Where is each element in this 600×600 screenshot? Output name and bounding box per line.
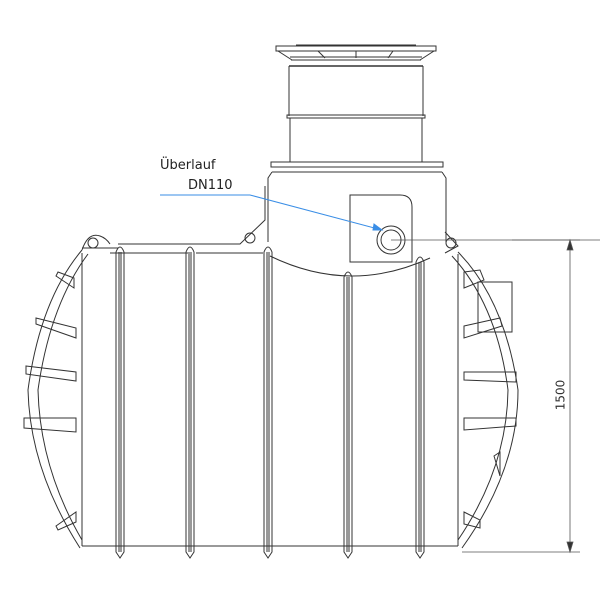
ribs: [115, 246, 425, 559]
left-fins: [23, 271, 77, 531]
right-fins: [463, 269, 517, 529]
height-dimension: [462, 238, 580, 554]
tank-body: [27, 186, 519, 549]
riser-shaft: [286, 66, 426, 162]
overflow-size-label: DN110: [188, 178, 233, 193]
overflow-port: [349, 194, 600, 263]
overflow-leader: [160, 194, 384, 231]
height-dimension-label: 1500: [553, 379, 568, 411]
manhole-cover: [275, 44, 437, 67]
overflow-label: Überlauf: [160, 158, 216, 173]
dome-collar: [267, 161, 447, 242]
